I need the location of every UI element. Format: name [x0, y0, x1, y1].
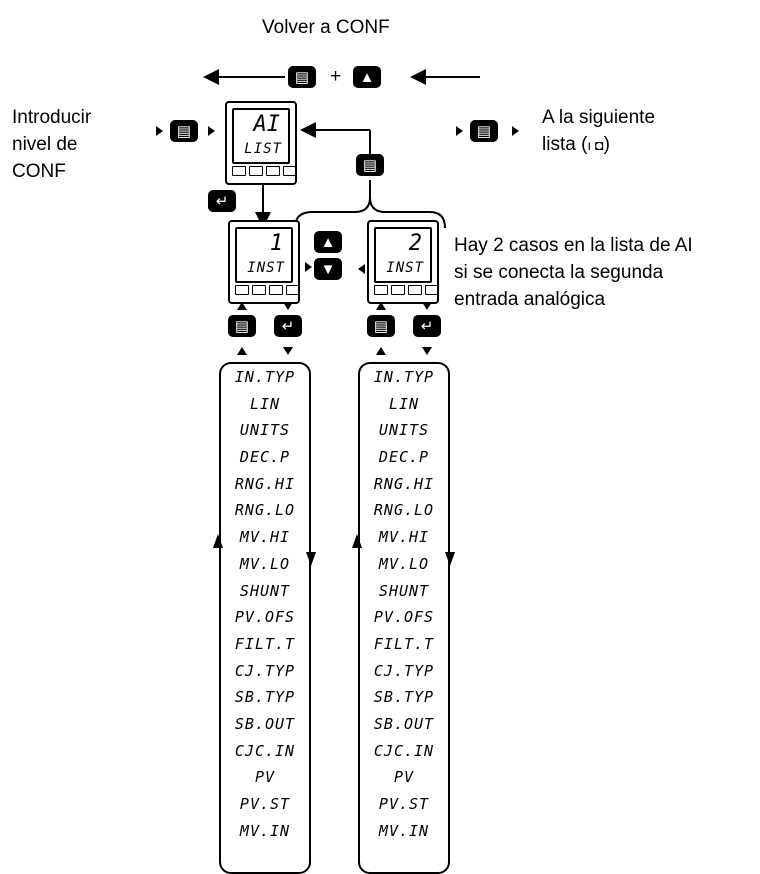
page-key-button[interactable]: ▤ [288, 66, 316, 88]
device-keys [235, 285, 300, 295]
device-screen: 2 INST [374, 227, 432, 283]
device-ai-list: AI LIST [225, 101, 297, 185]
list-item[interactable]: MV.HI [239, 528, 291, 547]
list-item[interactable]: RNG.HI [234, 474, 296, 493]
list-item[interactable]: SHUNT [378, 581, 430, 600]
device-inst-2: 2 INST [367, 220, 439, 304]
note-line: Hay 2 casos en la lista de AI [454, 235, 693, 256]
device-big-text: 2 [408, 231, 422, 256]
list-item[interactable]: CJC.IN [373, 741, 435, 760]
list-item[interactable]: CJC.IN [234, 741, 296, 760]
list-item[interactable]: MV.LO [239, 554, 291, 573]
list-item[interactable]: DEC.P [378, 448, 430, 467]
down-key-button[interactable]: ▼ [314, 258, 342, 280]
list-item[interactable]: MV.IN [378, 821, 430, 840]
param-list-inst-2: IN.TYP LIN UNITS DEC.P RNG.HI RNG.LO MV.… [358, 362, 450, 874]
device-screen: 1 INST [235, 227, 293, 283]
left-label-line: CONF [12, 161, 66, 182]
device-keys [374, 285, 439, 295]
list-item[interactable]: CJ.TYP [373, 661, 435, 680]
list-item[interactable]: PV.OFS [234, 608, 296, 627]
page-icon: ▤ [362, 157, 378, 174]
page-icon: ▤ [373, 318, 389, 335]
list-item[interactable]: PV.ST [378, 795, 430, 813]
list-item[interactable]: PV.OFS [373, 608, 435, 627]
right-label: A la siguiente lista (ı ◘) [542, 104, 655, 159]
list-item[interactable]: PV [254, 768, 276, 787]
list-item[interactable]: MV.IN [239, 821, 291, 840]
list-item[interactable]: SHUNT [239, 581, 291, 600]
enter-key-button[interactable]: ↵ [274, 315, 302, 337]
list-item[interactable]: LIN [249, 394, 281, 413]
list-item[interactable]: PV.ST [239, 795, 291, 813]
list-item[interactable]: LIN [388, 394, 420, 413]
list-item[interactable]: FILT.T [373, 634, 435, 653]
left-label-line: Introducir [12, 107, 92, 128]
device-inst-1: 1 INST [228, 220, 300, 304]
up-arrow-icon: ▲ [320, 233, 336, 251]
plus-sign: + [330, 66, 342, 87]
list-item[interactable]: IN.TYP [373, 368, 435, 386]
list-item[interactable]: IN.TYP [234, 368, 296, 386]
enter-key-button[interactable]: ↵ [413, 315, 441, 337]
device-small-text: LIST [244, 141, 282, 157]
page-key-button[interactable]: ▤ [228, 315, 256, 337]
page-key-button[interactable]: ▤ [356, 154, 384, 176]
list-item[interactable]: SB.OUT [373, 714, 435, 733]
note-text: Hay 2 casos en la lista de AI si se cone… [454, 232, 693, 313]
page-key-button[interactable]: ▤ [367, 315, 395, 337]
enter-key-button[interactable]: ↵ [208, 190, 236, 212]
device-small-text: INST [247, 260, 285, 276]
page-icon: ▤ [476, 123, 492, 140]
device-keys [232, 166, 297, 176]
device-small-text: INST [386, 260, 424, 276]
left-label-line: nivel de [12, 134, 78, 155]
down-arrow-icon: ▼ [320, 260, 336, 278]
up-arrow-icon: ▲ [359, 68, 375, 86]
list-item[interactable]: RNG.LO [373, 501, 435, 520]
list-item[interactable]: RNG.HI [373, 474, 435, 493]
list-item[interactable]: RNG.LO [234, 501, 296, 520]
list-item[interactable]: PV [393, 768, 415, 787]
list-item[interactable]: DEC.P [239, 448, 291, 467]
list-item[interactable]: MV.LO [378, 554, 430, 573]
up-key-button[interactable]: ▲ [314, 231, 342, 253]
right-label-line: lista (ı ◘) [542, 134, 610, 155]
device-screen: AI LIST [232, 108, 290, 164]
param-list-inst-1: IN.TYP LIN UNITS DEC.P RNG.HI RNG.LO MV.… [219, 362, 311, 874]
page-icon: ▤ [176, 123, 192, 140]
page-icon: ▤ [234, 318, 250, 335]
page-key-button[interactable]: ▤ [170, 120, 198, 142]
note-line: entrada analógica [454, 289, 606, 310]
list-item[interactable]: SB.TYP [234, 688, 296, 707]
right-label-line: A la siguiente [542, 107, 656, 128]
list-item[interactable]: UNITS [239, 421, 291, 440]
page-key-button[interactable]: ▤ [470, 120, 498, 142]
left-label: Introducir nivel de CONF [12, 104, 91, 185]
enter-icon: ↵ [420, 318, 434, 335]
device-big-text: AI [253, 112, 281, 137]
list-item[interactable]: SB.TYP [373, 688, 435, 707]
note-line: si se conecta la segunda [454, 262, 664, 283]
list-item[interactable]: MV.HI [378, 528, 430, 547]
page-icon: ▤ [294, 69, 310, 86]
device-big-text: 1 [269, 231, 283, 256]
list-item[interactable]: FILT.T [234, 634, 296, 653]
up-key-button[interactable]: ▲ [353, 66, 381, 88]
list-item[interactable]: CJ.TYP [234, 661, 296, 680]
title-return-conf: Volver a CONF [262, 17, 390, 38]
list-item[interactable]: UNITS [378, 421, 430, 440]
enter-icon: ↵ [281, 318, 295, 335]
list-item[interactable]: SB.OUT [234, 714, 296, 733]
enter-icon: ↵ [215, 193, 229, 210]
list-glyph: ı ◘ [587, 137, 604, 153]
